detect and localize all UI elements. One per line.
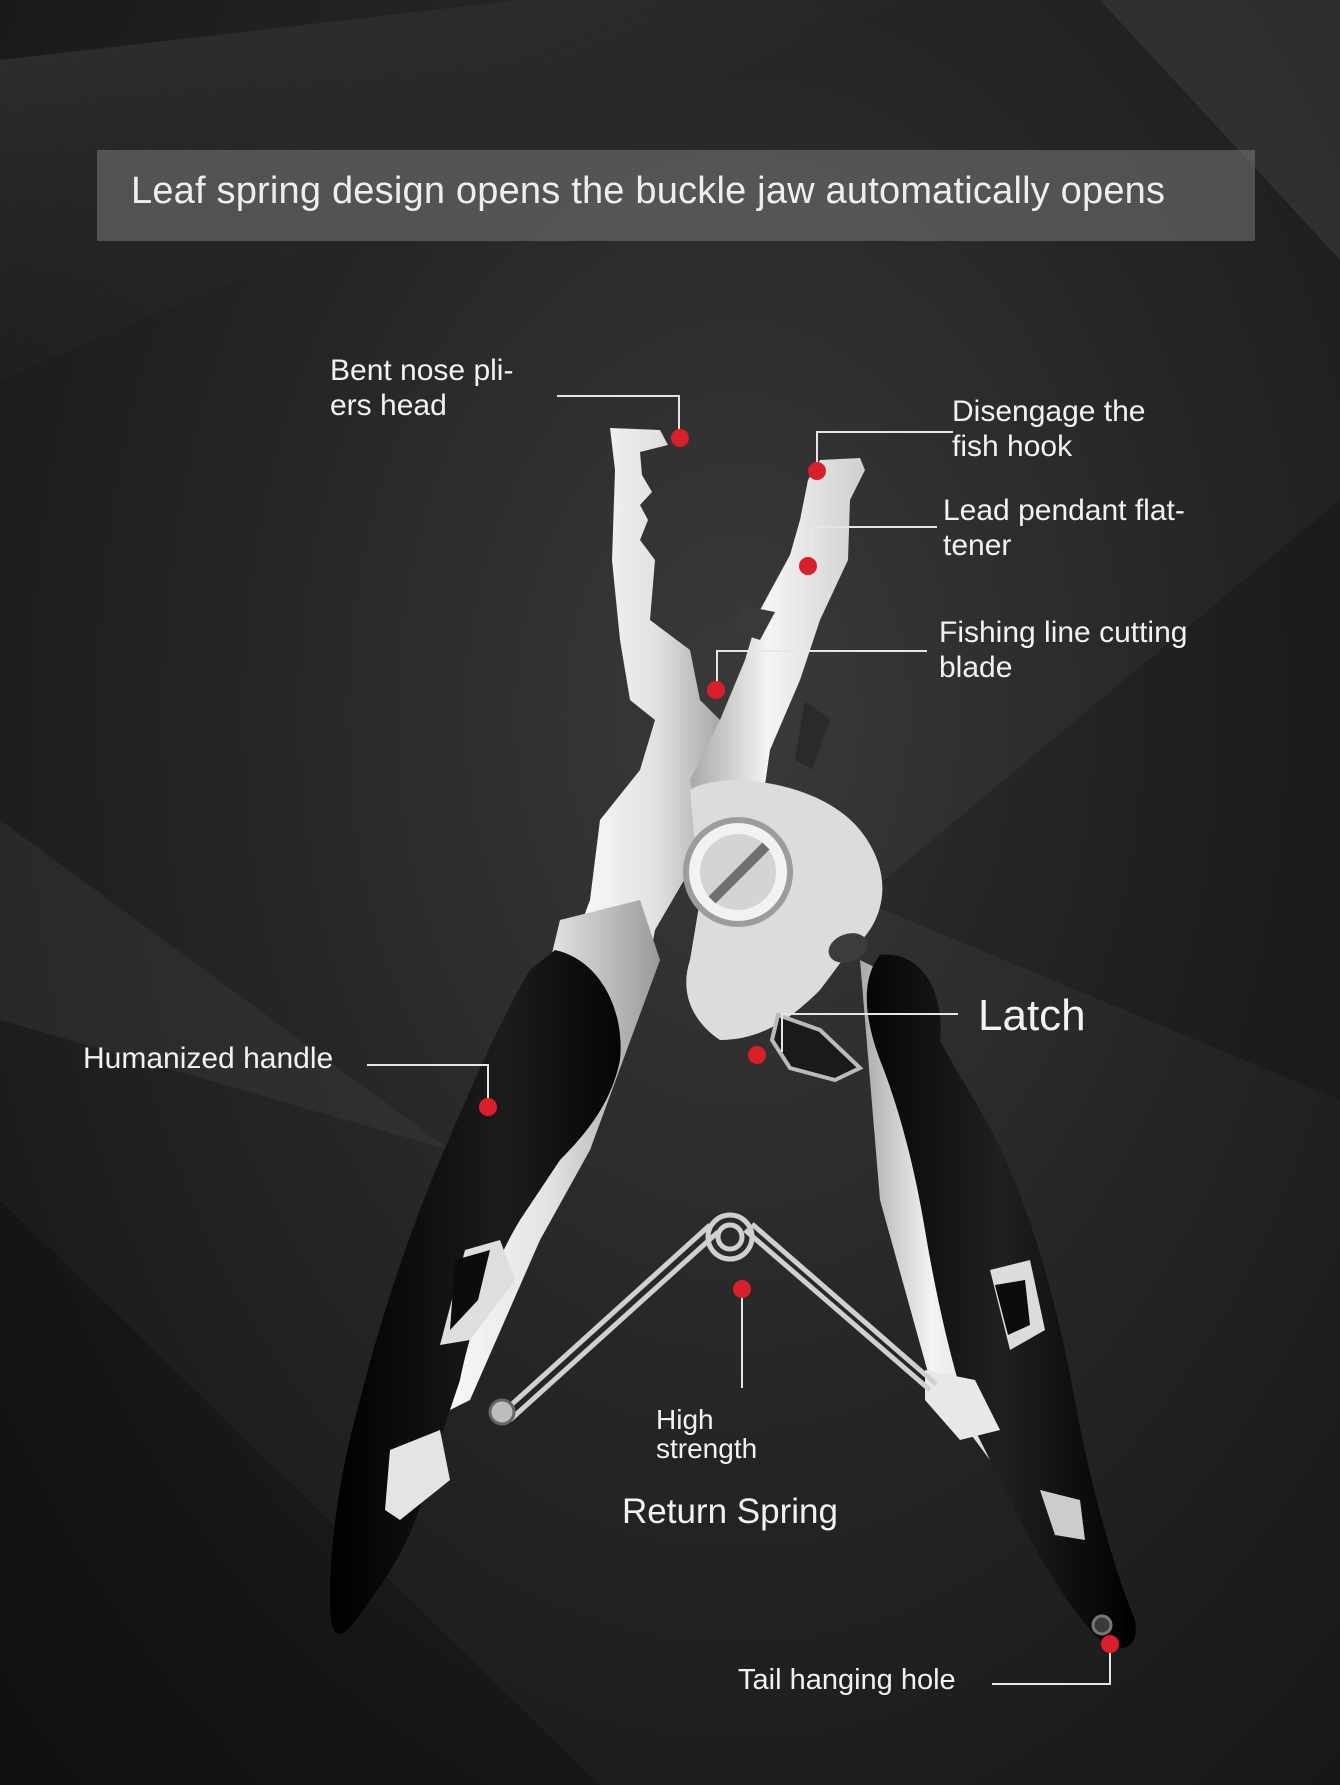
- label-cutting-blade: Fishing line cutting blade: [939, 616, 1188, 685]
- label-tail-hole: Tail hanging hole: [738, 1664, 956, 1696]
- tail-hole: [1091, 1614, 1113, 1636]
- label-spring-main: Return Spring: [622, 1492, 838, 1531]
- latch-tab: [769, 1012, 864, 1083]
- return-spring: [498, 1212, 938, 1422]
- label-spring-sub: High strength: [656, 1404, 758, 1465]
- label-lead-pendant: Lead pendant flat- tener: [943, 494, 1185, 563]
- label-handle: Humanized handle: [83, 1042, 334, 1075]
- label-latch: Latch: [978, 991, 1086, 1040]
- label-bent-nose: Bent nose pli- ers head: [330, 354, 514, 423]
- left-jaw: [560, 428, 735, 1040]
- headline-text: Leaf spring design opens the buckle jaw …: [131, 170, 1166, 212]
- headline-banner: Leaf spring design opens the buckle jaw …: [97, 150, 1255, 241]
- right-jaw: [690, 458, 865, 830]
- label-disengage: Disengage the fish hook: [952, 395, 1146, 464]
